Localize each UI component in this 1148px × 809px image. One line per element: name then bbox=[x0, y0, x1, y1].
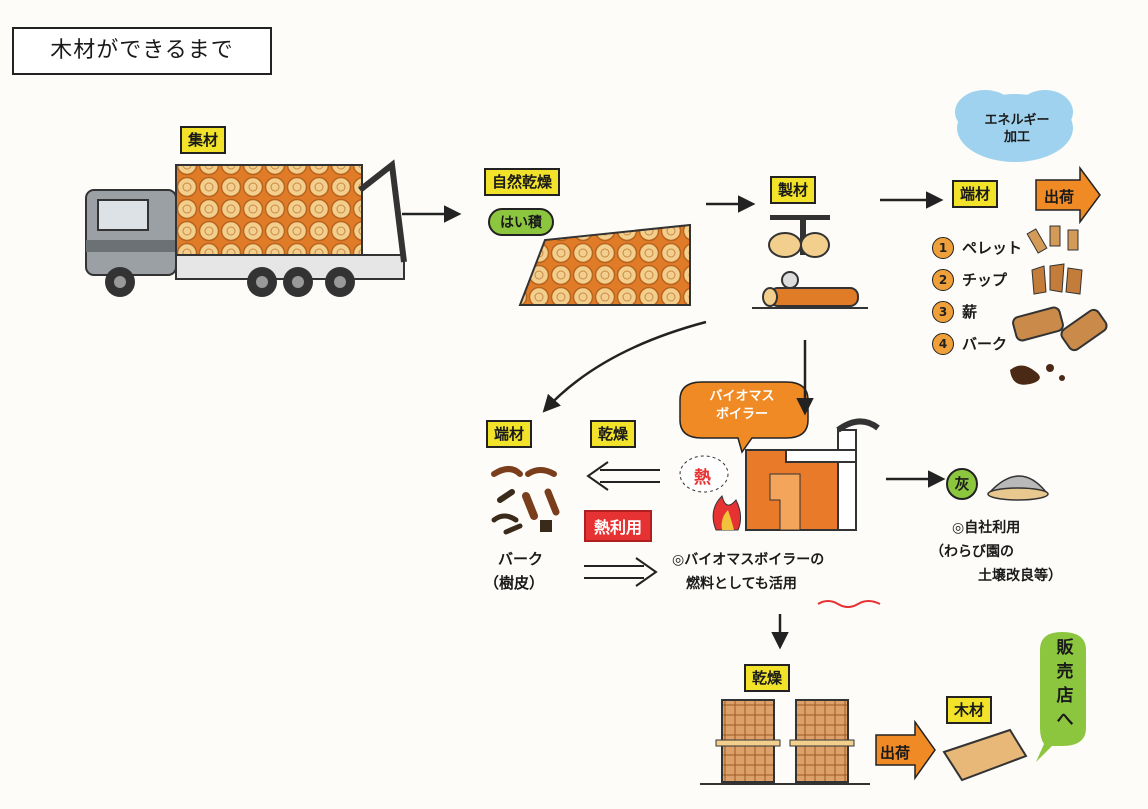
boiler-fuel-line-2: 燃料としても活用 bbox=[672, 572, 824, 596]
store-char-3: 店 bbox=[1052, 684, 1078, 708]
heat-label: 熱 bbox=[694, 463, 711, 488]
label-offcuts-2: 端材 bbox=[486, 420, 532, 448]
energy-cloud-line-1: エネルギー bbox=[975, 112, 1059, 129]
label-offcuts: 端材 bbox=[952, 180, 998, 208]
store-char-2: 売 bbox=[1052, 660, 1078, 684]
double-arrow-bark-right bbox=[584, 566, 644, 578]
sawmill-illustration bbox=[752, 215, 868, 308]
use-label-3: 薪 bbox=[962, 296, 977, 328]
label-collect: 集材 bbox=[180, 126, 226, 154]
label-sawing: 製材 bbox=[770, 176, 816, 204]
boiler-fuel-line-1: ◎バイオマスボイラーの bbox=[672, 548, 824, 572]
label-bark: バーク bbox=[498, 548, 543, 569]
store-char-1: 販 bbox=[1052, 636, 1078, 660]
label-stacking: はい積 bbox=[488, 208, 554, 236]
dried-lumber-stacks-illustration bbox=[700, 700, 870, 784]
bark-pieces-illustration bbox=[494, 469, 556, 532]
lumber-bundle-illustration bbox=[944, 730, 1026, 780]
logging-truck-illustration bbox=[86, 165, 404, 297]
ash-use-note: ◎自社利用 （わらび園の 土壌改良等） bbox=[930, 516, 1062, 588]
label-ship-2: 出荷 bbox=[880, 742, 910, 763]
label-natural-drying: 自然乾燥 bbox=[484, 168, 560, 196]
energy-cloud-text: エネルギー 加工 bbox=[975, 112, 1059, 146]
use-number-2: 2 bbox=[932, 269, 954, 291]
use-item-4: 4 バーク bbox=[932, 328, 1022, 360]
use-item-2: 2 チップ bbox=[932, 264, 1022, 296]
use-label-1: ペレット bbox=[962, 232, 1022, 264]
boiler-bubble-text: バイオマス ボイラー bbox=[692, 388, 792, 424]
use-number-1: 1 bbox=[932, 237, 954, 259]
stacked-logs-illustration bbox=[520, 225, 690, 305]
label-lumber: 木材 bbox=[946, 696, 992, 724]
energy-cloud-line-2: 加工 bbox=[975, 129, 1059, 146]
label-heat-use: 熱利用 bbox=[584, 510, 652, 542]
label-drying-2: 乾燥 bbox=[744, 664, 790, 692]
label-ship: 出荷 bbox=[1044, 186, 1074, 207]
boiler-fuel-note: ◎バイオマスボイラーの 燃料としても活用 bbox=[672, 548, 824, 596]
label-drying: 乾燥 bbox=[590, 420, 636, 448]
ash-use-line-1: ◎自社利用 bbox=[930, 516, 1062, 540]
ash-use-line-3: 土壌改良等） bbox=[930, 564, 1062, 588]
ash-illustration bbox=[988, 476, 1048, 500]
boiler-bubble-line-2: ボイラー bbox=[692, 406, 792, 424]
use-label-2: チップ bbox=[962, 264, 1007, 296]
ash-use-line-2: （わらび園の bbox=[930, 540, 1062, 564]
label-bark-sub: （樹皮） bbox=[484, 572, 544, 593]
store-bubble-text: 販 売 店 へ bbox=[1052, 636, 1078, 732]
store-char-4: へ bbox=[1052, 708, 1078, 732]
highlight-underline bbox=[818, 601, 880, 607]
boiler-bubble-line-1: バイオマス bbox=[692, 388, 792, 406]
use-label-4: バーク bbox=[962, 328, 1007, 360]
ash-badge: 灰 bbox=[946, 468, 978, 500]
use-number-3: 3 bbox=[932, 301, 954, 323]
double-arrow-heat-left bbox=[600, 470, 660, 482]
use-items-illustration bbox=[1010, 226, 1109, 385]
use-item-1: 1 ペレット bbox=[932, 232, 1022, 264]
use-number-4: 4 bbox=[932, 333, 954, 355]
page-title: 木材ができるまで bbox=[12, 27, 272, 75]
